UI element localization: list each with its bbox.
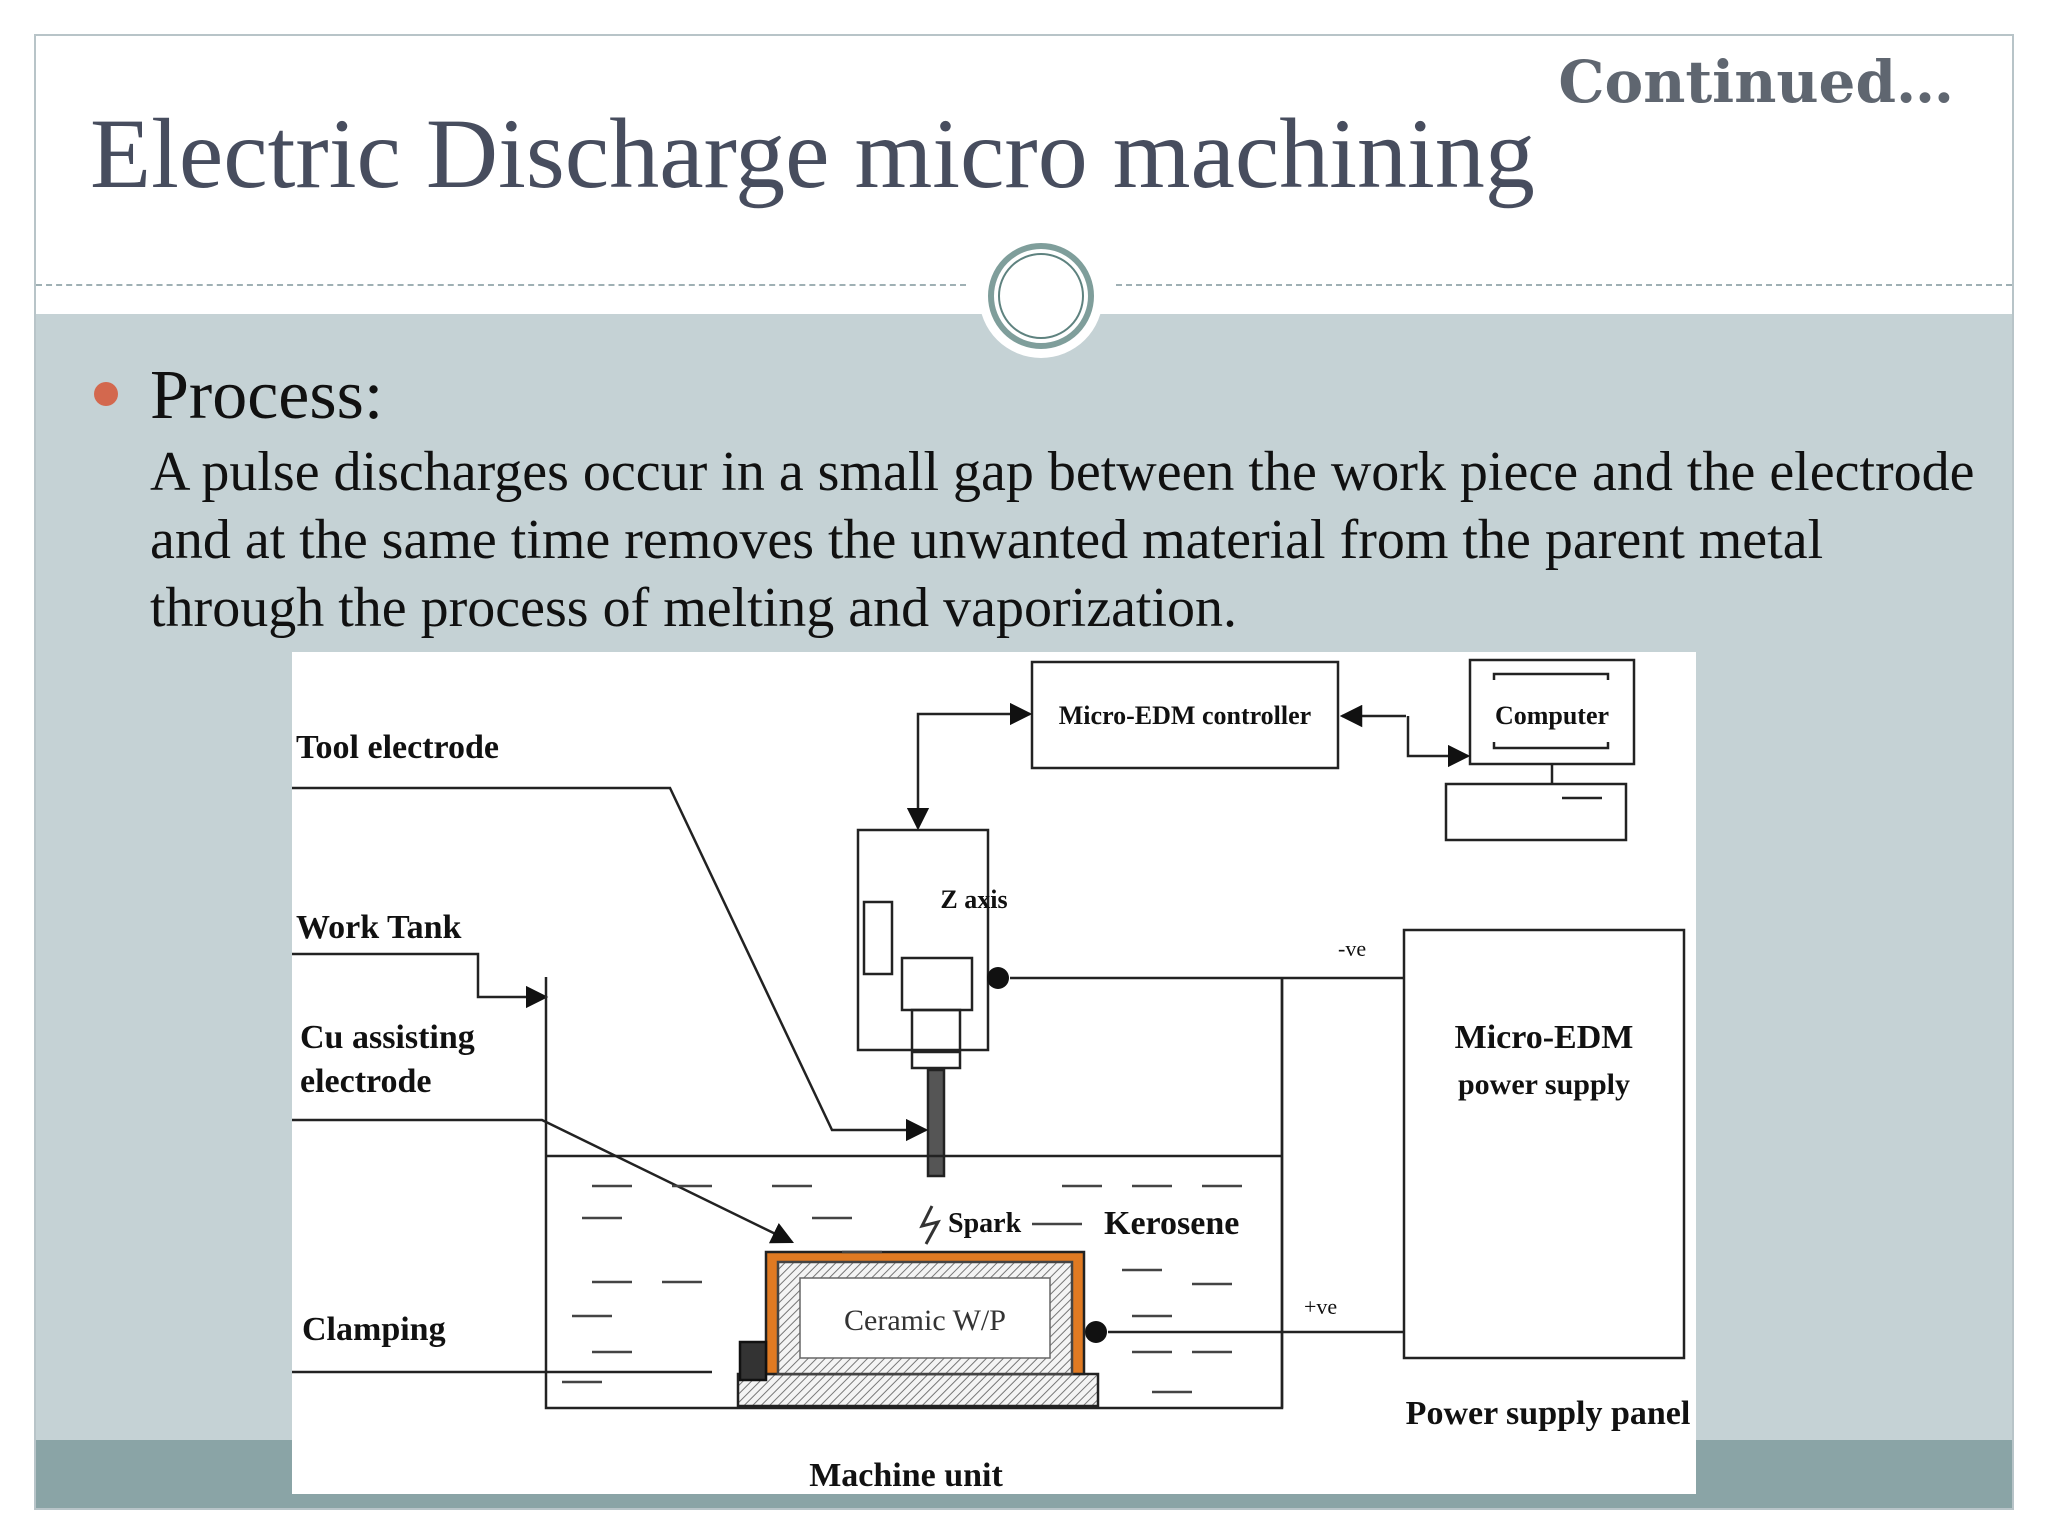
ceramic-workpiece [799, 1277, 1051, 1359]
label-spark: Spark [948, 1208, 1022, 1239]
bullet-text: A pulse discharges occur in a small gap … [150, 441, 1975, 639]
bullet-dot-icon [94, 382, 118, 406]
label-clamping: Clamping [302, 1311, 446, 1348]
label-negative: -ve [1338, 936, 1366, 961]
label-cu-assisting: Cu assisting [300, 1019, 475, 1056]
label-z-axis: Z axis [940, 885, 1007, 914]
bullet-heading: Process: [150, 357, 384, 434]
label-ceramic: Ceramic W/P [844, 1304, 1006, 1337]
label-tool-electrode: Tool electrode [296, 729, 499, 766]
divider-right [1116, 284, 2012, 286]
label-work-tank: Work Tank [296, 909, 461, 946]
label-kerosene: Kerosene [1104, 1205, 1239, 1242]
page-title: Electric Discharge micro machining [90, 98, 1535, 209]
edm-diagram-svg: Tool electrode Work Tank Cu assisting el… [292, 658, 1691, 1494]
label-computer: Computer [1495, 701, 1609, 730]
label-positive: +ve [1304, 1294, 1337, 1319]
label-power-supply-2: power supply [1458, 1068, 1630, 1101]
continued-label: Continued… [1558, 48, 1954, 116]
power-supply-box [1402, 928, 1686, 1360]
label-machine-unit: Machine unit [809, 1457, 1003, 1494]
computer-base [1444, 782, 1628, 842]
circle-ornament-icon [979, 234, 1103, 358]
label-power-supply-1: Micro-EDM [1455, 1019, 1634, 1056]
base-plate [736, 1372, 1100, 1408]
edm-diagram: Tool electrode Work Tank Cu assisting el… [292, 652, 1696, 1494]
z-axis-head [856, 828, 990, 1052]
label-controller: Micro-EDM controller [1059, 701, 1311, 730]
label-cu-electrode: electrode [300, 1063, 432, 1100]
label-power-panel: Power supply panel [1406, 1395, 1691, 1432]
slide: Continued… Electric Discharge micro mach… [34, 34, 2014, 1510]
divider-left [36, 284, 966, 286]
